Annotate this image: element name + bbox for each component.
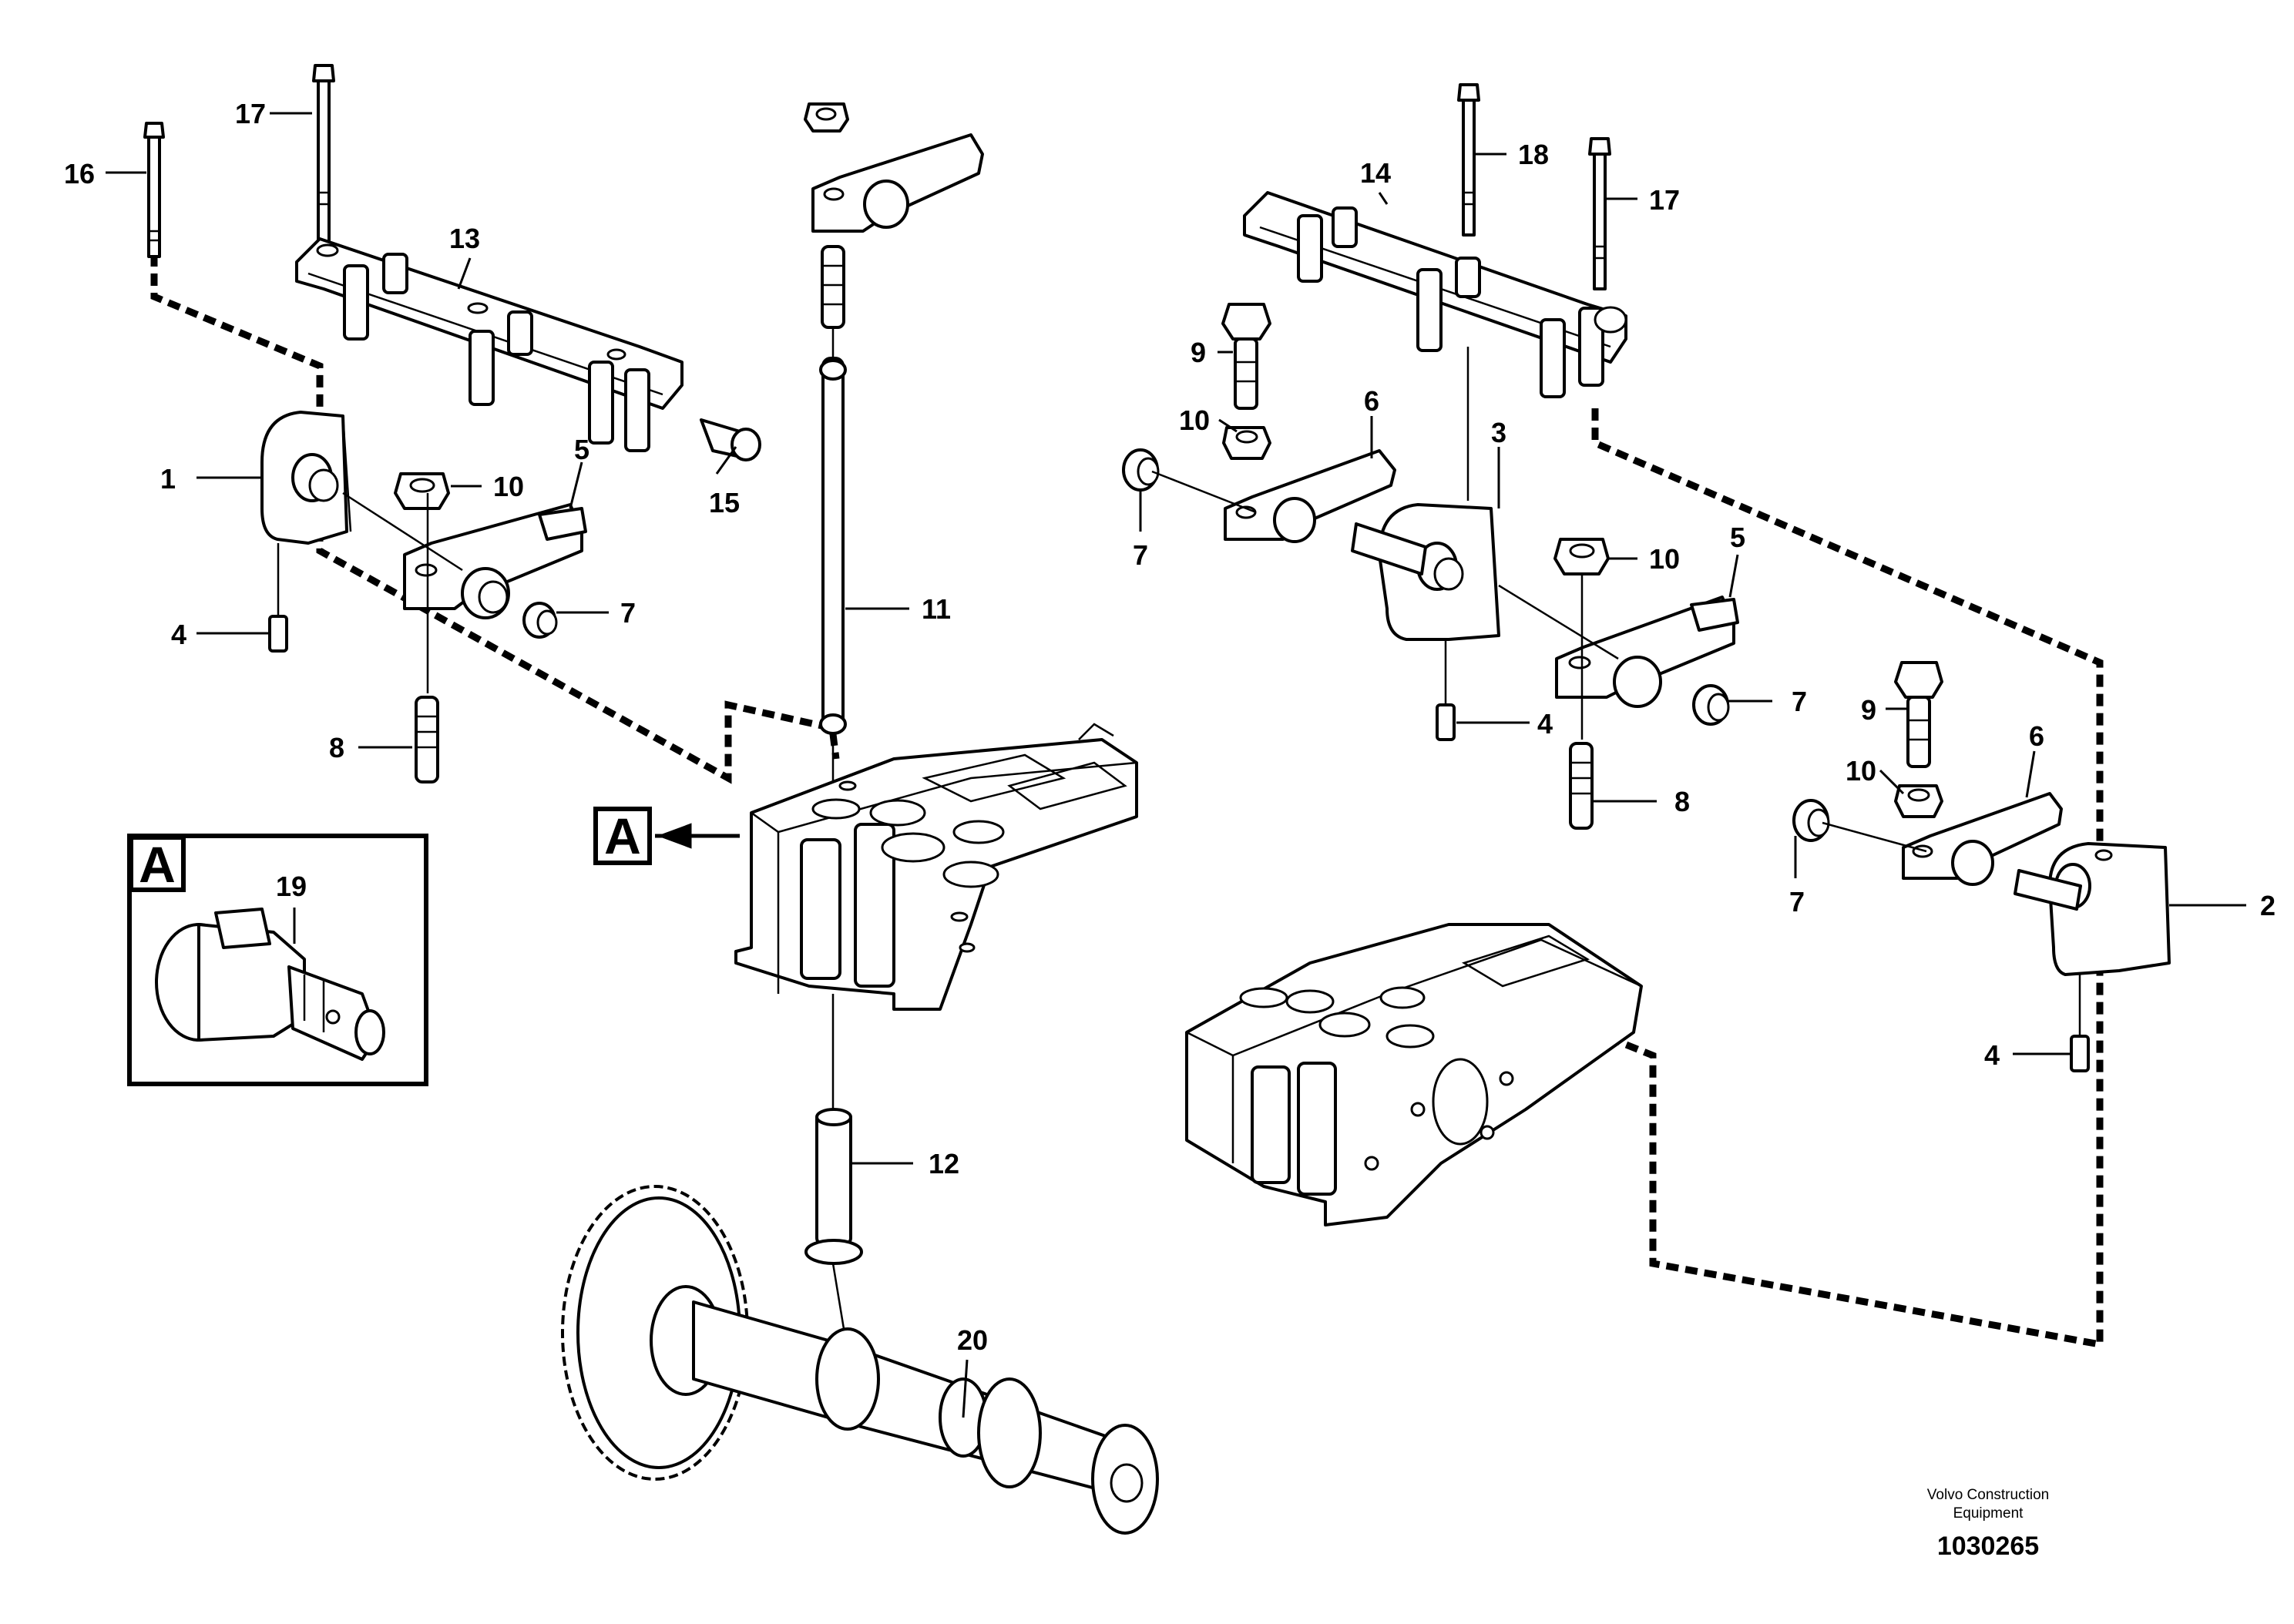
cylinder-head-view-a xyxy=(734,723,1138,1011)
callout-6-upper: 6 xyxy=(1364,385,1379,417)
bolt-17-left xyxy=(312,64,335,244)
rocker-support-2 xyxy=(2014,842,2171,976)
callout-10-mid: 10 xyxy=(1649,543,1680,575)
push-rod-11 xyxy=(819,357,847,735)
left-rocker-shaft-assembly xyxy=(143,64,761,783)
callout-8-left: 8 xyxy=(329,732,344,763)
rocker-bridge-14 xyxy=(1243,191,1627,398)
rocker-support-3 xyxy=(1351,503,1500,641)
assembly-dashed-lines xyxy=(150,254,2104,1349)
callout-9-upper: 9 xyxy=(1191,337,1206,368)
callout-3: 3 xyxy=(1491,417,1506,448)
nut-10-mid xyxy=(1553,538,1610,575)
callout-14: 14 xyxy=(1360,157,1391,189)
callout-17-left: 17 xyxy=(235,98,266,129)
view-a-marker-text: A xyxy=(604,807,641,864)
bolt-9-upper xyxy=(1221,303,1271,410)
camshaft-20 xyxy=(561,1185,1159,1535)
nut-10-upper xyxy=(1222,426,1271,460)
bolt-17-right xyxy=(1588,137,1611,290)
callout-7-mid: 7 xyxy=(1792,686,1807,717)
sensor-19 xyxy=(155,908,385,1061)
rocker-support-1 xyxy=(260,411,352,545)
inset-marker-text: A xyxy=(139,836,176,893)
credit-line-2: Equipment xyxy=(1953,1505,2024,1522)
callout-6-lower: 6 xyxy=(2029,720,2044,752)
callout-16: 16 xyxy=(64,158,95,190)
callout-11: 11 xyxy=(922,593,951,625)
document-number: 1030265 xyxy=(1937,1532,2039,1561)
callout-4-right: 4 xyxy=(1984,1039,2000,1071)
callout-2: 2 xyxy=(2260,890,2276,921)
dowel-4-left xyxy=(268,543,288,653)
callout-10-lower: 10 xyxy=(1846,755,1876,787)
view-a-marker: A xyxy=(593,807,740,865)
adjusting-screw-8-left xyxy=(415,493,439,783)
bolt-9-lower xyxy=(1894,661,1943,768)
callout-10-upper: 10 xyxy=(1179,404,1210,436)
callout-5-left: 5 xyxy=(574,434,589,465)
callout-7-lower: 7 xyxy=(1789,886,1805,918)
bushing-7-mid xyxy=(1692,684,1730,726)
callout-5-right: 5 xyxy=(1730,522,1745,553)
callout-10-left: 10 xyxy=(493,471,524,502)
callout-18: 18 xyxy=(1518,139,1549,170)
bolt-18 xyxy=(1457,83,1480,237)
bushing-7-lower xyxy=(1792,799,1830,842)
callout-12: 12 xyxy=(929,1148,959,1179)
rocker-arm-5-right xyxy=(1555,596,1739,708)
valve-tappet-12 xyxy=(804,1108,863,1265)
callout-15: 15 xyxy=(709,487,740,518)
bolt-16 xyxy=(143,122,165,258)
callout-4-left: 4 xyxy=(171,619,186,650)
callouts: 16 17 13 15 1 4 10 5 7 8 11 12 20 14 18 … xyxy=(64,98,2276,1356)
callout-8-right: 8 xyxy=(1674,786,1690,817)
rocker-arm-center xyxy=(811,133,984,233)
callout-4-mid: 4 xyxy=(1537,708,1553,740)
nut-10-left xyxy=(394,472,450,510)
nut-center xyxy=(804,102,849,133)
adjusting-screw-center xyxy=(821,245,845,329)
callout-7-left: 7 xyxy=(620,597,636,629)
dowel-4-right xyxy=(2070,975,2090,1072)
leader-lines xyxy=(106,112,2246,1418)
inset-marker-box xyxy=(129,835,186,892)
nut-10-lower xyxy=(1894,784,1943,818)
bushing-7-left xyxy=(522,602,558,639)
footer: Volvo Construction Equipment 1030265 xyxy=(1927,1487,2049,1561)
view-a-marker-box xyxy=(593,807,652,865)
dowel-4-mid xyxy=(1436,639,1456,741)
detail-view-a-inset: A xyxy=(127,834,428,1086)
center-valve-train xyxy=(804,102,984,1353)
rocker-arm-6-lower xyxy=(1902,792,2063,886)
callout-17-right: 17 xyxy=(1649,184,1680,216)
callout-9-lower: 9 xyxy=(1861,694,1876,726)
credit-line-1: Volvo Construction xyxy=(1927,1487,2049,1503)
rocker-bridge-13 xyxy=(295,237,683,452)
callout-20: 20 xyxy=(957,1324,988,1356)
callout-19: 19 xyxy=(276,871,307,902)
cylinder-head-right xyxy=(1185,923,1643,1226)
rocker-arm-5-left xyxy=(403,503,587,619)
callout-1: 1 xyxy=(160,463,176,495)
adjusting-screw-8-right xyxy=(1569,574,1594,830)
bushing-7-upper xyxy=(1122,448,1160,492)
callout-13: 13 xyxy=(449,223,480,254)
right-rocker-shaft-assembly xyxy=(1122,83,2171,1072)
callout-7-upper: 7 xyxy=(1133,539,1148,571)
